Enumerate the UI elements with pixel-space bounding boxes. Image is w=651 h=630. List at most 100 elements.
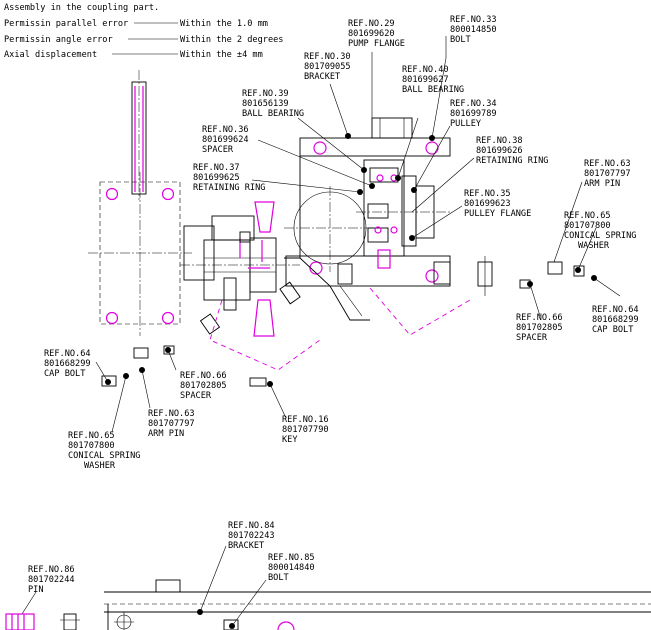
ref29-number: REF.NO.29 [348,19,395,29]
ref85-name: BOLT [268,573,289,583]
ref66l-number: REF.NO.66 [180,371,227,381]
left-arm-pin-group [101,345,267,387]
ref85-number: REF.NO.85 [268,553,315,563]
callout-ref37: REF.NO.37 801699625 RETAINING RING [193,163,265,193]
leader-lines [21,36,621,627]
ref65r-number: REF.NO.65 [564,211,611,221]
right-arm-pin-group [477,256,585,296]
ref35-name: PULLEY FLANGE [464,209,531,219]
ref30-number: REF.NO.30 [304,52,351,62]
ref33-part: 800014850 [450,25,497,35]
ref38-part: 801699626 [476,146,523,156]
ref65r-part: 801707800 [564,221,611,231]
ref37-number: REF.NO.37 [193,163,240,173]
callout-ref38: REF.NO.38 801699626 RETAINING RING [476,136,548,166]
ref16-number: REF.NO.16 [282,415,329,425]
ref63r-name: ARM PIN [584,179,620,189]
callout-ref63-left: REF.NO.63 801707797 ARM PIN [148,409,195,439]
ref35-part: 801699623 [464,199,511,209]
ref40-name: BALL BEARING [402,85,464,95]
ref39-part: 801656139 [242,99,289,109]
ref64r-name: CAP BOLT [592,325,633,335]
ref38-name: RETAINING RING [476,156,548,166]
ref37-part: 801699625 [193,173,240,183]
ref36-part: 801699624 [202,135,249,145]
ref29-name: PUMP FLANGE [348,39,405,49]
ref33-name: BOLT [450,35,471,45]
callout-ref66-left: REF.NO.66 801702805 SPACER [180,371,227,401]
ref33-number: REF.NO.33 [450,15,497,25]
note-angle-value: Within the 2 degrees [180,35,283,45]
callout-ref86: REF.NO.86 801702244 PIN [28,565,75,595]
assembly-notes: Assembly in the coupling part. Permissin… [4,3,283,60]
motor-assembly [88,70,301,337]
callout-ref84: REF.NO.84 801702243 BRACKET [228,521,275,551]
ref65l-part: 801707800 [68,441,115,451]
ref85-part: 800014840 [268,563,315,573]
ref34-part: 801699789 [450,109,497,119]
ref40-part: 801699627 [402,75,449,85]
ref65r-name: CONICAL SPRING [564,231,636,241]
ref66r-part: 801702805 [516,323,563,333]
ref39-number: REF.NO.39 [242,89,289,99]
ref86-name: PIN [28,585,44,595]
callout-ref65-left: REF.NO.65 801707800 CONICAL SPRING WASHE… [68,431,140,471]
ref39-name: BALL BEARING [242,109,304,119]
ref40-number: REF.NO.40 [402,65,449,75]
lower-assembly [5,579,651,630]
callout-ref39: REF.NO.39 801656139 BALL BEARING [242,89,304,119]
ref63r-number: REF.NO.63 [584,159,631,169]
note-parallel-label: Permissin parallel error [4,19,128,29]
note-parallel-value: Within the 1.0 mm [180,19,268,29]
callout-markers [105,133,597,629]
ref65l-name2: WASHER [84,461,116,471]
callout-ref34: REF.NO.34 801699789 PULLEY [450,99,497,129]
callout-ref64-right: REF.NO.64 801668299 CAP BOLT [592,305,639,335]
ref30-name: BRACKET [304,72,340,82]
note-title: Assembly in the coupling part. [4,3,159,13]
ref36-number: REF.NO.36 [202,125,249,135]
ref35-number: REF.NO.35 [464,189,511,199]
ref63l-part: 801707797 [148,419,195,429]
ref84-part: 801702243 [228,531,275,541]
ref65l-name: CONICAL SPRING [68,451,140,461]
callout-ref36: REF.NO.36 801699624 SPACER [202,125,249,155]
ref29-part: 801699620 [348,29,395,39]
ref66r-name: SPACER [516,333,548,343]
ref64r-part: 801668299 [592,315,639,325]
callout-ref40: REF.NO.40 801699627 BALL BEARING [402,65,464,95]
ref65r-name2: WASHER [578,241,610,251]
ref38-number: REF.NO.38 [476,136,523,146]
ref30-part: 801709055 [304,62,351,72]
callout-ref66-right: REF.NO.66 801702805 SPACER [516,313,563,343]
ref66l-part: 801702805 [180,381,227,391]
ref64r-number: REF.NO.64 [592,305,639,315]
ref86-part: 801702244 [28,575,75,585]
ref86-number: REF.NO.86 [28,565,75,575]
ref66l-name: SPACER [180,391,212,401]
ref63r-part: 801707797 [584,169,631,179]
note-axial-label: Axial displacement [4,50,97,60]
ref64l-name: CAP BOLT [44,369,85,379]
ref84-name: BRACKET [228,541,264,551]
ref37-name: RETAINING RING [193,183,265,193]
callout-ref16: REF.NO.16 801707790 KEY [282,415,329,445]
callout-ref29: REF.NO.29 801699620 PUMP FLANGE [348,19,405,49]
callout-ref33: REF.NO.33 800014850 BOLT [450,15,497,45]
note-axial-value: Within the ±4 mm [180,50,263,60]
ref36-name: SPACER [202,145,234,155]
pump-bracket [209,117,471,371]
ref16-name: KEY [282,435,298,445]
ref34-name: PULLEY [450,119,482,129]
ref63l-number: REF.NO.63 [148,409,195,419]
ref65l-number: REF.NO.65 [68,431,115,441]
ref64l-part: 801668299 [44,359,91,369]
ref64l-number: REF.NO.64 [44,349,91,359]
ref63l-name: ARM PIN [148,429,184,439]
ref66r-number: REF.NO.66 [516,313,563,323]
ref16-part: 801707790 [282,425,329,435]
ref84-number: REF.NO.84 [228,521,275,531]
note-angle-label: Permissin angle error [4,35,113,45]
callout-ref30: REF.NO.30 801709055 BRACKET [304,52,351,82]
